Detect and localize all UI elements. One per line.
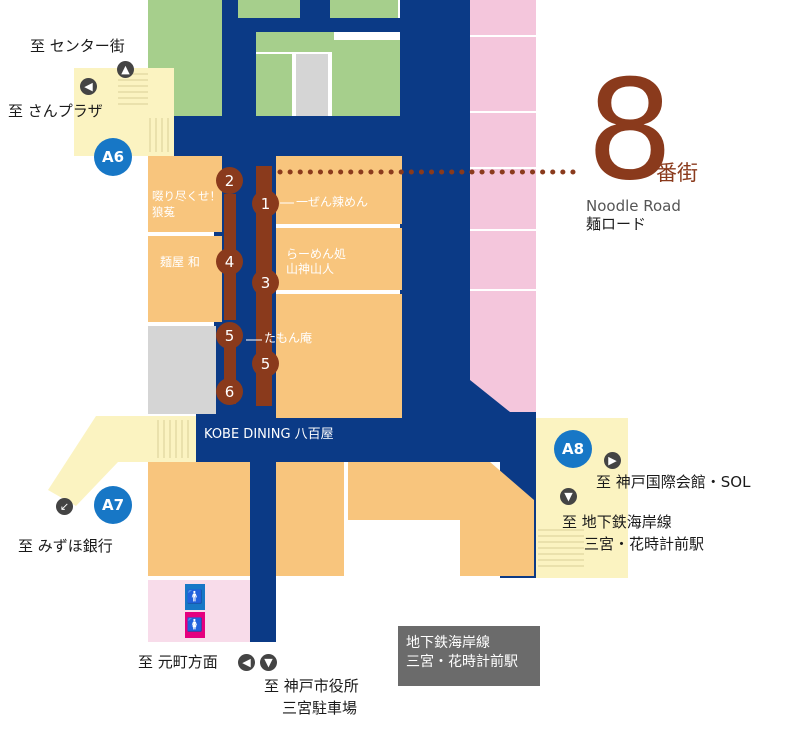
stairs-a6-steps [118, 73, 169, 152]
street-name-en: Noodle Road [586, 197, 681, 215]
direction-subway-station: 三宮・花時計前駅 [584, 535, 705, 553]
marker-label: 5 [224, 326, 235, 345]
exit-a6-badge: A6 [94, 138, 132, 176]
arrow-down-icon: ▼ [560, 488, 577, 505]
exit-a7-badge: A7 [94, 486, 132, 524]
station-label-box: 地下鉄海岸線 三宮・花時計前駅 [398, 626, 540, 686]
direction-motomachi: 至 元町方面 [138, 653, 218, 671]
gray-block-left [148, 326, 216, 414]
marker-label: 5 [260, 354, 271, 373]
shop-marker-2: 2 [216, 167, 243, 194]
marker-label: 3 [260, 273, 271, 292]
stairs-a7-steps [157, 420, 189, 458]
shop-6-name: KOBE DINING 八百屋 [204, 427, 334, 442]
shop-2-name-line2: 狼菟 [152, 205, 175, 219]
shop-1-name: 一ぜん辣めん [296, 195, 369, 209]
shop-5-name: たもん庵 [264, 331, 313, 345]
shop-3-name-line2: 山神山人 [286, 262, 335, 276]
shop-marker-1: 1 [252, 190, 279, 217]
shop-marker-6: 6 [216, 378, 243, 405]
street-suffix: 番街 [656, 161, 698, 185]
shop-marker-4: 4 [216, 248, 243, 275]
street-name-ja: 麺ロード [586, 215, 647, 233]
direction-city-hall: 至 神戸市役所 [264, 677, 359, 695]
marker-label: 1 [260, 194, 271, 213]
direction-parking: 三宮駐車場 [282, 699, 358, 717]
arrow-right-icon: ▶ [604, 452, 621, 469]
shop-marker-3: 3 [252, 269, 279, 296]
male-restroom-icon: 🚹 [186, 589, 204, 605]
arrow-down-icon: ▼ [260, 654, 277, 671]
exit-a7-label: A7 [101, 496, 125, 514]
arrow-left-icon: ◀ [238, 654, 255, 671]
green-block-right [330, 0, 398, 18]
shop-2-name-line1: 啜り尽くせ！ [152, 189, 221, 203]
shop-marker-5b: 5 [252, 350, 279, 377]
direction-center-gai: 至 センター街 [30, 37, 125, 55]
direction-subway: 至 地下鉄海岸線 [562, 513, 672, 531]
green-block-mid [238, 0, 300, 18]
direction-kokusai: 至 神戸国際会館・SOL [596, 473, 751, 491]
shop-marker-5a: 5 [216, 322, 243, 349]
green-block-lower-right [332, 40, 402, 116]
arrow-up-icon: ▲ [117, 61, 134, 78]
shop-4-name: 麺屋 和 [160, 255, 200, 269]
marker-label: 4 [224, 252, 235, 271]
arrow-down-left-icon: ↙ [56, 498, 73, 515]
green-block-strip [256, 32, 334, 52]
direction-san-plaza: 至 さんプラザ [8, 102, 103, 120]
arrow-left-icon: ◀ [80, 78, 97, 95]
exit-a8-badge: A8 [554, 430, 592, 468]
exit-a8-label: A8 [561, 440, 585, 458]
marker-label: 2 [224, 171, 235, 190]
stairs-a8-steps [538, 529, 584, 567]
shop-3-name-line1: らーめん処 [286, 247, 347, 261]
stairs-a7 [48, 416, 196, 506]
marker-label: 6 [224, 382, 235, 401]
station-box-line1: 地下鉄海岸線 [406, 635, 490, 651]
green-block-lower-left [256, 54, 292, 116]
direction-mizuho: 至 みずほ銀行 [18, 537, 113, 555]
male-restroom-sign [185, 584, 205, 610]
street-number: 8 [586, 50, 674, 211]
pink-dividers [470, 35, 536, 291]
pink-column [470, 0, 536, 418]
female-restroom-sign [185, 612, 205, 638]
station-box-line2: 三宮・花時計前駅 [406, 653, 518, 670]
exit-a6-label: A6 [101, 148, 125, 166]
female-restroom-icon: 🚺 [186, 617, 204, 633]
gray-block-top [296, 54, 328, 116]
shop-blocks [148, 156, 534, 576]
